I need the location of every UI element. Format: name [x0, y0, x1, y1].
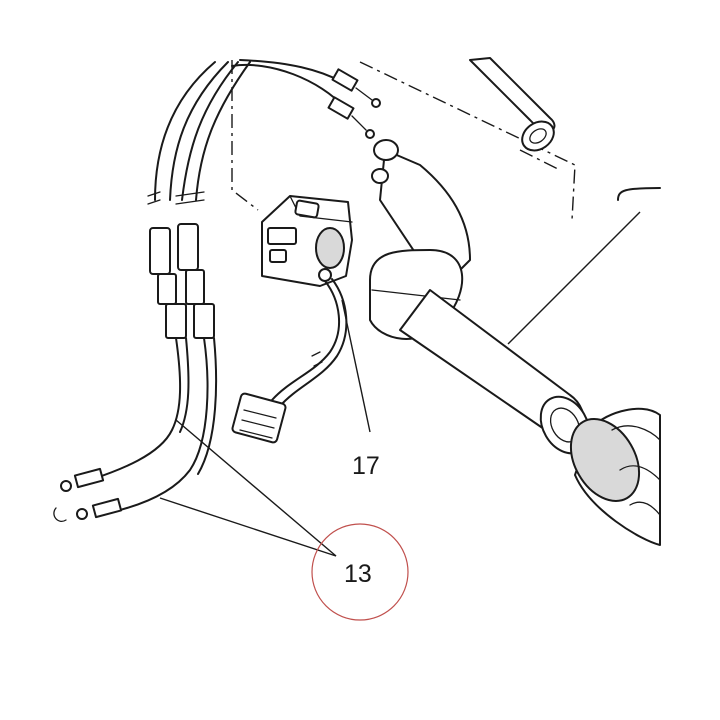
throttle-grip: [369, 139, 591, 455]
switch-housing: [231, 195, 353, 444]
part-number-13: 13: [344, 560, 372, 588]
assembly-guide-lines: [231, 60, 576, 221]
reference-bracket: [507, 187, 661, 345]
leader-lines: [159, 299, 371, 557]
throttle-cables: [147, 59, 346, 205]
highlight-circle: [311, 523, 409, 621]
part-number-17: 17: [352, 452, 380, 480]
rubber-grip: [569, 407, 661, 546]
cable-end-fittings-top: [327, 68, 381, 139]
cable-adjusters: [89, 223, 218, 511]
callout-17: 17: [352, 452, 380, 480]
handlebar-tube: [469, 57, 556, 152]
callout-13: 13: [311, 523, 409, 621]
cable-end-fittings-bottom: [53, 467, 123, 522]
